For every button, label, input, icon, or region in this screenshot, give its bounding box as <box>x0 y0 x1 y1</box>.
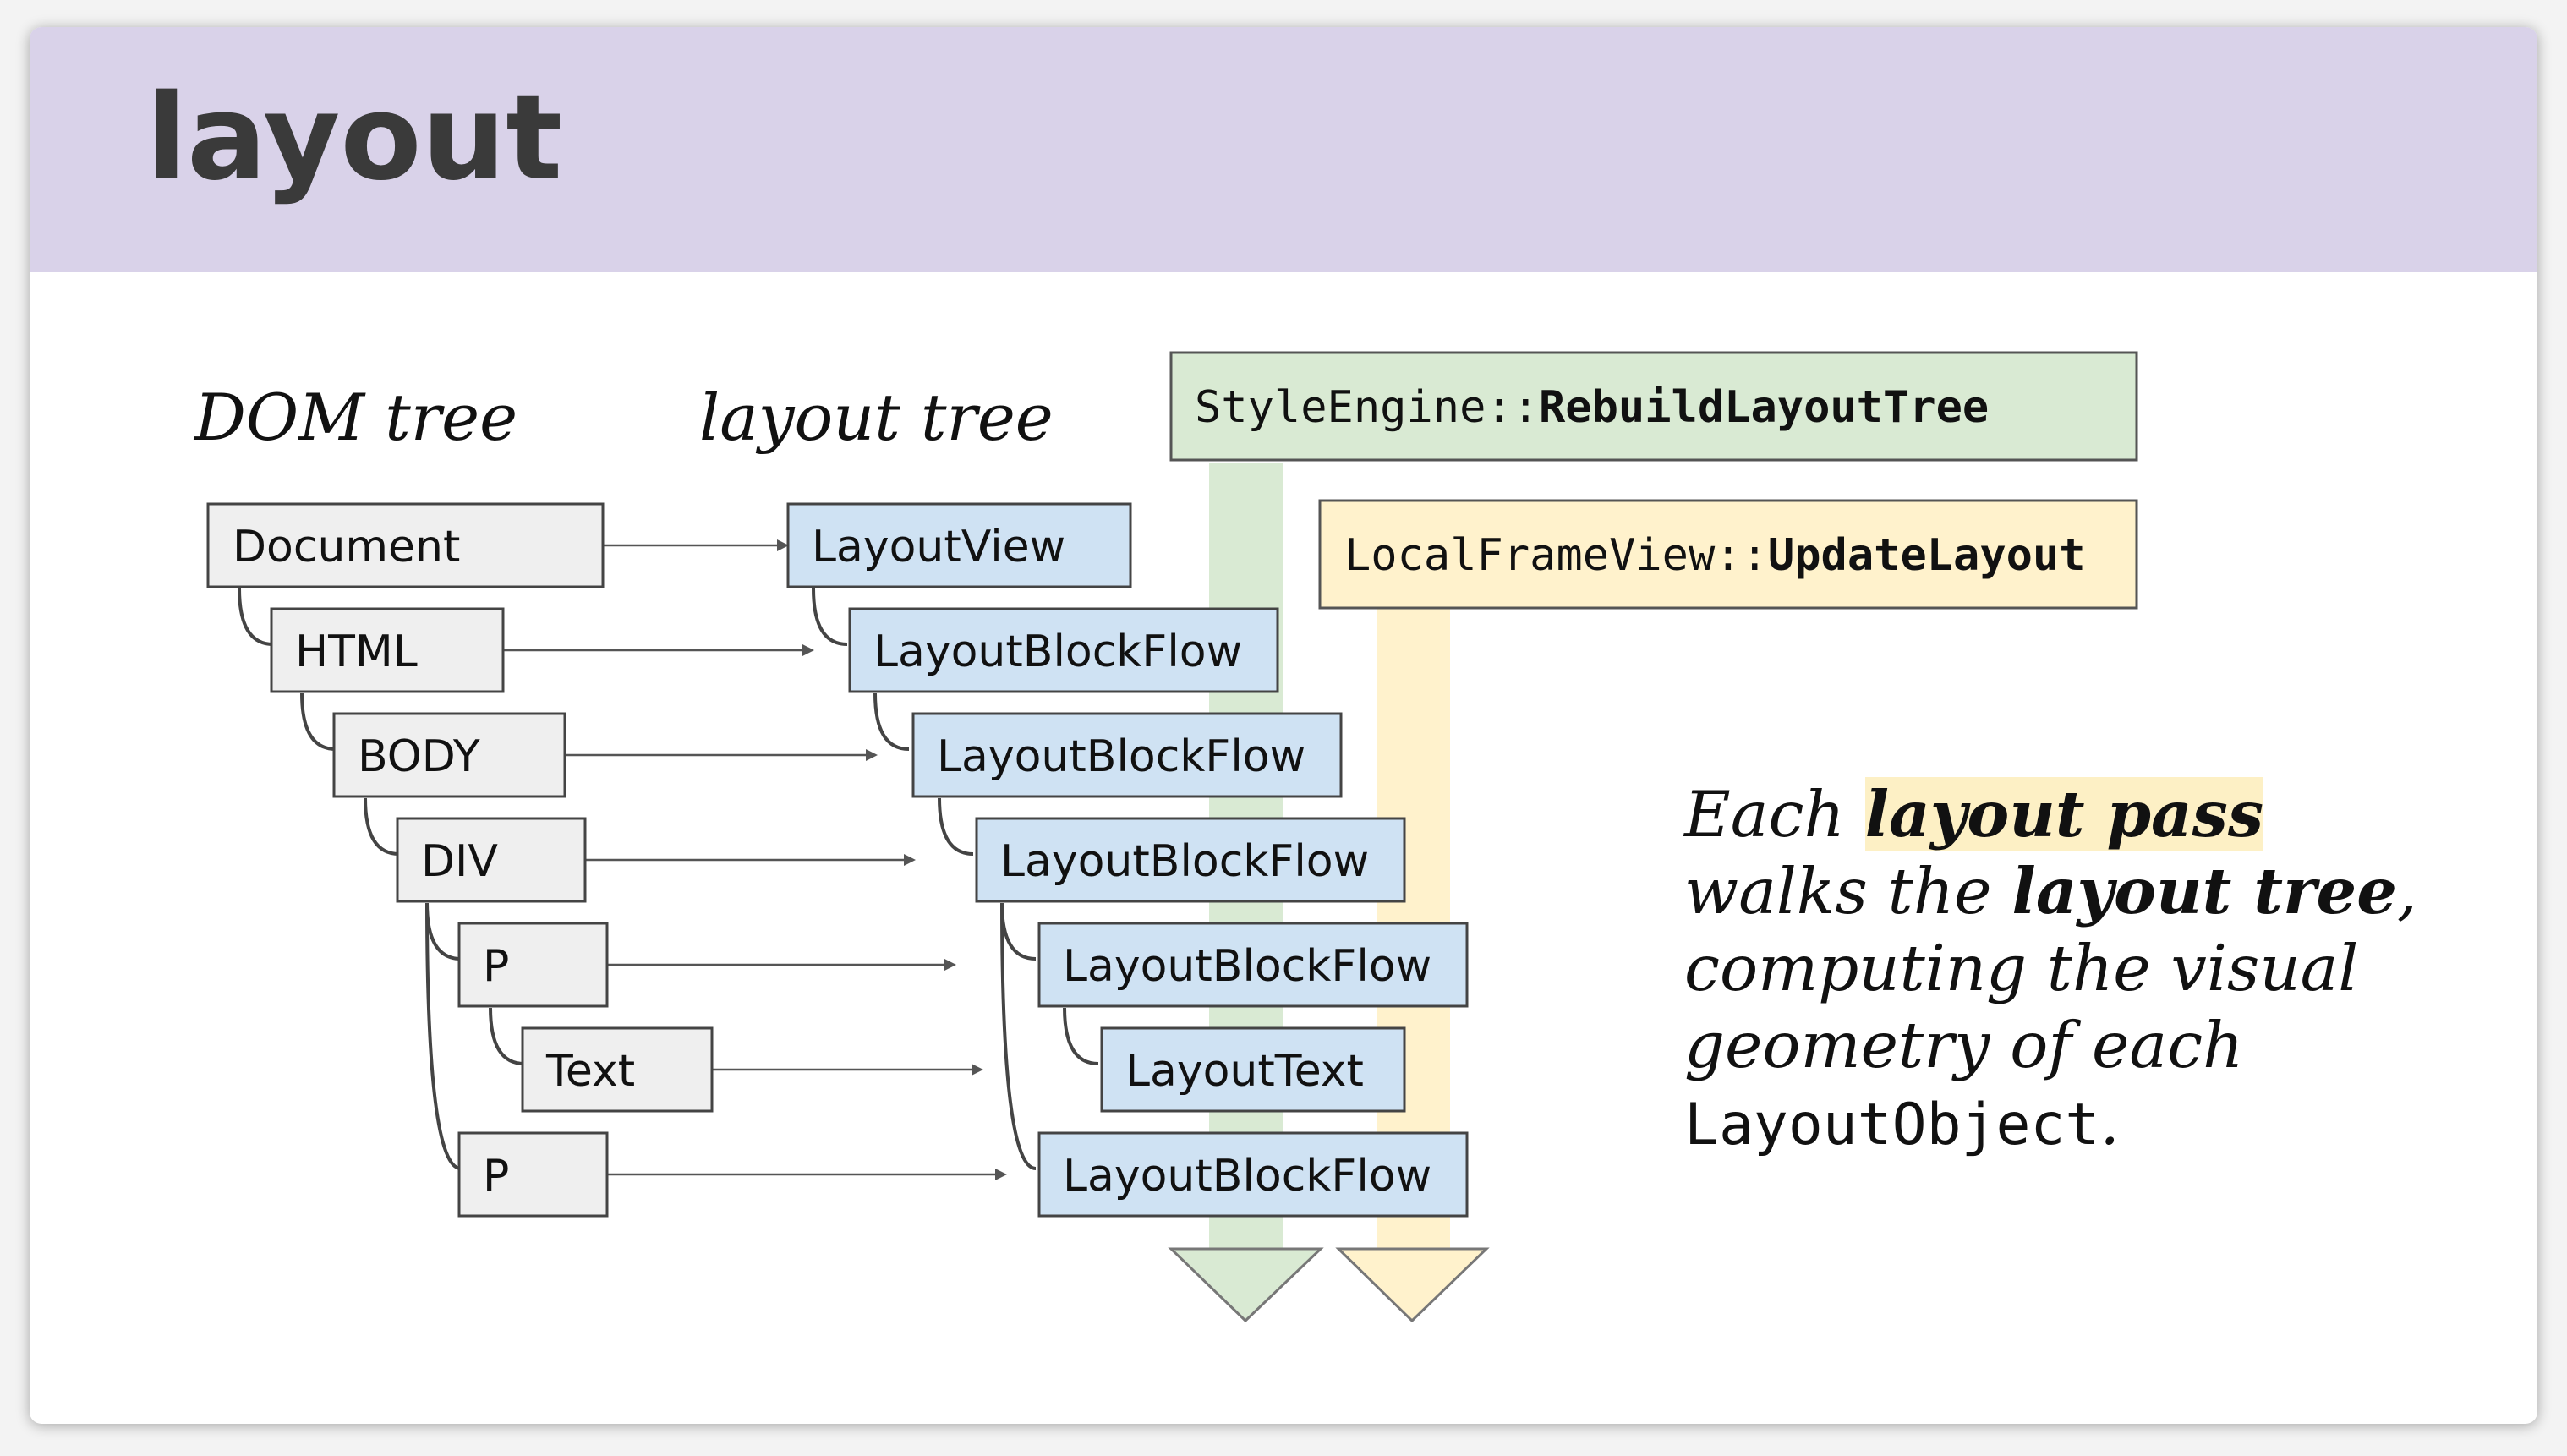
code-layout-object: LayoutObject <box>1684 1092 2100 1158</box>
layout-connector-1 <box>812 588 848 646</box>
caption-line-5: LayoutObject. <box>1684 1085 2121 1159</box>
dom-node-div: DIV <box>396 817 587 903</box>
dom-tree-label: DOM tree <box>193 380 517 455</box>
dom-node-p: P <box>457 922 609 1008</box>
highlight-layout-pass: layout pass <box>1864 777 2264 851</box>
update-arrow-head <box>1335 1247 1490 1323</box>
caption: Each layout pass walks the layout tree, … <box>1684 776 2445 1163</box>
mapping-arrows <box>503 539 1007 1180</box>
svg-text:LayoutBlockFlow: LayoutBlockFlow <box>1063 1151 1431 1201</box>
svg-text:Document: Document <box>233 522 460 572</box>
svg-text:HTML: HTML <box>295 627 418 677</box>
rebuild-prefix: StyleEngine:: <box>1195 382 1539 433</box>
layout-node-blockflow-html: LayoutBlockFlow <box>848 607 1279 693</box>
caption-line-2: walks the layout tree, <box>1684 854 2417 928</box>
svg-text:DIV: DIV <box>421 836 498 887</box>
layout-connector-6 <box>1000 902 1037 1170</box>
slide-header: layout <box>30 27 2537 272</box>
dom-connector-div <box>364 797 400 856</box>
dom-node-p-second: P <box>457 1131 609 1218</box>
dom-tree-connectors <box>238 588 525 1170</box>
layout-node-view: LayoutView <box>786 502 1132 588</box>
dom-connector-p1 <box>425 902 462 961</box>
rebuild-layout-tree-label: StyleEngine::RebuildLayoutTree <box>1195 382 1989 433</box>
slide-title: layout <box>146 69 563 207</box>
layout-connector-3 <box>938 797 974 856</box>
svg-text:Text: Text <box>545 1046 635 1097</box>
dom-tree: Document HTML BODY DIV P Text <box>206 502 714 1218</box>
strong-layout-tree: layout tree <box>2011 854 2397 928</box>
update-layout-label: LocalFrameView::UpdateLayout <box>1344 530 2086 581</box>
layout-tree-connectors <box>812 588 1099 1170</box>
layout-node-blockflow-div: LayoutBlockFlow <box>975 817 1406 903</box>
dom-node-document: Document <box>206 502 605 588</box>
slide: layout DOM tree layout tree StyleEngine:… <box>30 27 2537 1424</box>
dom-node-body: BODY <box>332 712 566 798</box>
layout-connector-5 <box>1063 1007 1099 1065</box>
dom-connector-p2 <box>425 902 462 1170</box>
dom-connector-text <box>489 1007 525 1065</box>
rebuild-name: RebuildLayoutTree <box>1539 382 1989 433</box>
layout-connector-2 <box>873 692 910 751</box>
caption-line-3: computing the visual <box>1684 931 2359 1005</box>
dom-connector-html <box>238 588 274 646</box>
layout-node-text: LayoutText <box>1100 1026 1406 1113</box>
svg-text:LayoutBlockFlow: LayoutBlockFlow <box>873 627 1242 677</box>
svg-text:BODY: BODY <box>358 731 480 782</box>
layout-diagram: DOM tree layout tree StyleEngine::Rebuil… <box>193 351 2138 1323</box>
dom-connector-body <box>300 692 337 751</box>
svg-text:P: P <box>483 1151 509 1201</box>
layout-node-blockflow-p-second: LayoutBlockFlow <box>1037 1131 1469 1218</box>
dom-node-html: HTML <box>270 607 505 693</box>
layout-node-blockflow-body: LayoutBlockFlow <box>911 712 1343 798</box>
layout-connector-4 <box>1000 902 1037 961</box>
svg-text:LayoutBlockFlow: LayoutBlockFlow <box>1000 836 1369 887</box>
update-prefix: LocalFrameView:: <box>1344 530 1768 581</box>
caption-line-4: geometry of each <box>1684 1008 2244 1082</box>
rebuild-layout-tree-box <box>1169 351 2138 462</box>
dom-node-text: Text <box>521 1026 714 1113</box>
svg-text:P: P <box>483 941 509 992</box>
update-name: UpdateLayout <box>1768 530 2086 581</box>
svg-text:LayoutBlockFlow: LayoutBlockFlow <box>937 731 1305 782</box>
layout-node-blockflow-p: LayoutBlockFlow <box>1037 922 1469 1008</box>
rebuild-arrow-head <box>1168 1247 1324 1323</box>
layout-tree: LayoutView LayoutBlockFlow LayoutBlockFl… <box>786 502 1469 1218</box>
svg-text:LayoutText: LayoutText <box>1125 1046 1364 1097</box>
caption-line-1: Each layout pass <box>1684 777 2264 851</box>
svg-text:LayoutBlockFlow: LayoutBlockFlow <box>1063 941 1431 992</box>
layout-tree-label: layout tree <box>699 380 1054 455</box>
svg-text:LayoutView: LayoutView <box>812 522 1065 572</box>
update-layout-box <box>1318 499 2138 610</box>
